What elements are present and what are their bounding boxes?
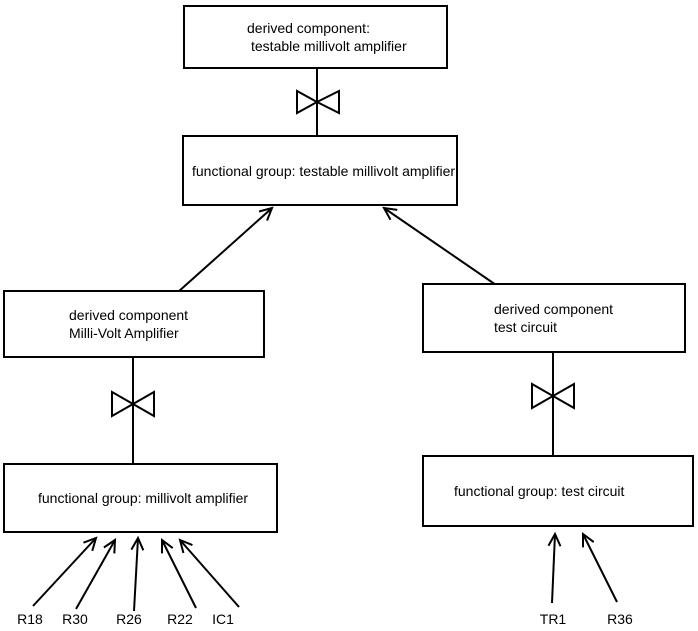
bowtie-right-triangle	[130, 390, 155, 418]
arrow-r18	[32, 536, 98, 607]
node-label: functional group: millivolt amplifier	[38, 490, 249, 506]
node-functional-group-millivolt-amplifier: functional group: millivolt amplifier	[3, 463, 278, 533]
node-label-line2: Milli-Volt Amplifier	[69, 325, 179, 341]
component-label-r30: R30	[62, 611, 88, 627]
bowtie-left-triangle	[111, 390, 136, 418]
node-label-line1: derived component	[494, 301, 614, 317]
node-label-line2: test circuit	[494, 319, 558, 335]
node-derived-component-testable-millivolt-amplifier: derived component: testable millivolt am…	[183, 5, 448, 69]
component-arrows-left	[32, 535, 240, 612]
arrow-tr1	[547, 531, 562, 604]
component-label-r26: R26	[116, 611, 142, 627]
arrow-r36	[582, 532, 618, 603]
component-label-r18: R18	[17, 611, 43, 627]
component-arrows-right	[547, 531, 618, 604]
component-label-ic1: IC1	[212, 611, 234, 627]
bowtie-right-triangle	[314, 89, 340, 115]
component-label-r36: R36	[607, 611, 633, 627]
aggregation-connector-top	[296, 69, 340, 135]
node-label-line1: derived component	[69, 307, 189, 323]
arrow-r22	[161, 538, 197, 609]
arrow-derived-left-to-functional-top	[177, 206, 274, 293]
node-derived-component-test-circuit: derived component test circuit	[422, 283, 686, 353]
node-label: functional group: test circuit	[454, 483, 625, 499]
node-label-line1: derived component:	[247, 20, 370, 36]
bowtie-right-triangle	[550, 382, 575, 410]
node-functional-group-testable-millivolt-amplifier: functional group: testable millivolt amp…	[182, 135, 458, 206]
arrow-ic1	[178, 538, 240, 608]
bowtie-left-triangle	[296, 89, 320, 115]
arrow-derived-right-to-functional-top	[382, 206, 500, 288]
arrow-r30	[75, 538, 117, 610]
component-label-tr1: TR1	[539, 611, 567, 627]
node-label-line2: testable millivolt amplifier	[251, 38, 407, 54]
aggregation-connector-right	[531, 352, 575, 456]
node-derived-component-milli-volt-amplifier: derived component Milli-Volt Amplifier	[3, 290, 265, 358]
component-label-r22: R22	[167, 611, 193, 627]
arrow-r26	[130, 535, 145, 612]
node-label: functional group: testable millivolt amp…	[192, 162, 456, 179]
bowtie-left-triangle	[531, 382, 556, 410]
aggregation-connector-left	[111, 357, 155, 463]
node-functional-group-test-circuit: functional group: test circuit	[422, 455, 694, 527]
